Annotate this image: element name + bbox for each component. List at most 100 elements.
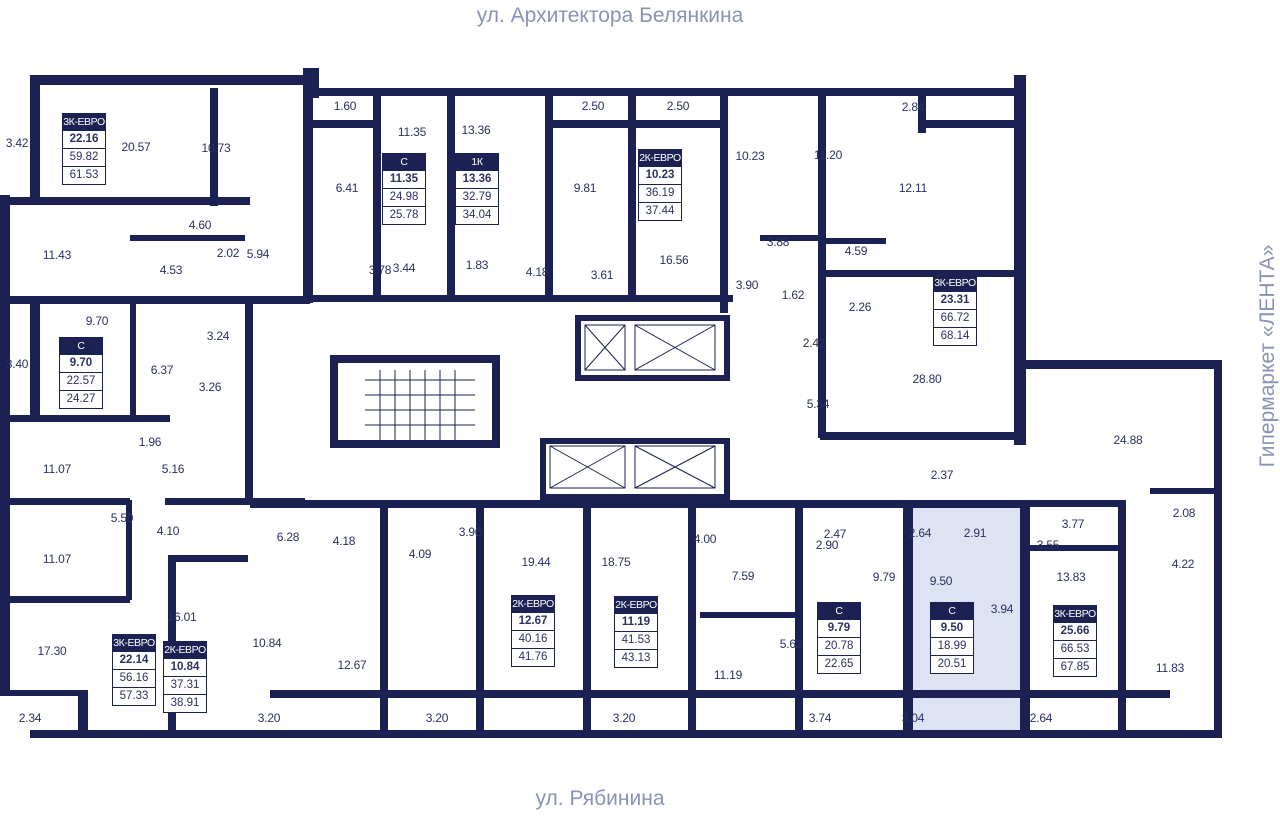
- room-area-label: 20.57: [121, 140, 151, 154]
- living-area: 11.19: [621, 616, 651, 628]
- room-area-label: 10.73: [201, 141, 231, 155]
- total-area-with-balcony: 38.91: [164, 694, 206, 712]
- room-area-label: 16.56: [659, 253, 689, 267]
- room-area-label: 11.83: [1155, 661, 1185, 675]
- room-area-label: 13.83: [1056, 570, 1086, 584]
- room-area-label: 11.20: [813, 148, 843, 162]
- room-area-label: 5.34: [806, 397, 830, 411]
- room-area-label: 3.78: [368, 263, 392, 277]
- total-area-with-balcony: 34.04: [456, 206, 498, 224]
- room-area-label: 3.55: [1036, 538, 1060, 552]
- living-area: 22.16: [69, 133, 99, 145]
- room-area-label: 7.59: [731, 569, 755, 583]
- street-label-top: ул. Архитектора Белянкина: [476, 4, 744, 27]
- room-area-label: 4.22: [1171, 557, 1195, 571]
- total-area-with-balcony: 61.53: [63, 166, 105, 184]
- room-area-label: 4.09: [408, 547, 432, 561]
- total-area: 41.53: [615, 631, 657, 649]
- total-area-with-balcony: 41.76: [512, 648, 554, 666]
- room-area-label: 3.94: [990, 602, 1014, 616]
- room-area-label: 3.90: [735, 278, 759, 292]
- room-area-label: 4.18: [332, 534, 356, 548]
- room-area-label: 5.94: [246, 247, 270, 261]
- room-area-label: 19.44: [521, 555, 551, 569]
- room-area-label: 4.60: [188, 218, 212, 232]
- room-area-label: 11.19: [713, 668, 743, 682]
- living-area: 9.70: [69, 357, 93, 369]
- total-area-with-balcony: 67.85: [1054, 658, 1096, 676]
- room-area-label: 28.80: [912, 372, 942, 386]
- room-area-label: 1.60: [333, 99, 357, 113]
- apartment-type: 3К-ЕВРО: [63, 114, 105, 131]
- apartment-type: 2К-ЕВРО: [615, 597, 657, 614]
- room-area-label: 11.35: [397, 125, 427, 139]
- living-area: 10.23: [645, 169, 675, 181]
- room-area-label: 3.77: [1061, 517, 1085, 531]
- room-area-label: 5.62: [779, 637, 803, 651]
- room-area-label: 3.26: [198, 380, 222, 394]
- room-area-label: 10.23: [735, 149, 765, 163]
- room-area-label: 17.30: [37, 644, 67, 658]
- room-area-label: 2.08: [1172, 506, 1196, 520]
- living-area: 9.79: [827, 622, 851, 634]
- room-area-label: 16.01: [167, 610, 197, 624]
- room-area-label: 9.70: [85, 314, 109, 328]
- room-area-label: 3.24: [206, 329, 230, 343]
- room-area-label: 1.96: [138, 435, 162, 449]
- total-area-with-balcony: 57.33: [113, 687, 155, 705]
- room-area-label: 2.42: [802, 336, 826, 350]
- room-area-label: 9.79: [872, 570, 896, 584]
- landmark-label-right: Гипермаркет «ЛЕНТА»: [1256, 244, 1279, 468]
- living-area: 22.14: [119, 654, 149, 666]
- living-area: 12.67: [518, 615, 548, 627]
- room-area-label: 6.28: [276, 530, 300, 544]
- room-area-label: 10.84: [252, 636, 282, 650]
- living-area: 11.35: [389, 173, 419, 185]
- stairs: [365, 370, 475, 440]
- living-area: 9.50: [940, 622, 964, 634]
- room-area-label: 5.16: [161, 462, 185, 476]
- walls: [0, 68, 1222, 738]
- room-area-label: 3.61: [590, 268, 614, 282]
- room-area-label: 4.00: [693, 532, 717, 546]
- total-area-with-balcony: 20.51: [931, 655, 973, 673]
- total-area: 20.78: [818, 637, 860, 655]
- apartment-type: 2К-ЕВРО: [639, 150, 681, 167]
- room-area-label: 3.96: [458, 525, 482, 539]
- room-area-label: 3.40: [5, 357, 29, 371]
- total-area: 56.16: [113, 669, 155, 687]
- room-area-label: 3.20: [257, 711, 281, 725]
- total-area: 37.31: [164, 676, 206, 694]
- apartment-type: 3К-ЕВРО: [113, 635, 155, 652]
- total-area-with-balcony: 68.14: [934, 327, 976, 345]
- room-area-label: 2.26: [848, 300, 872, 314]
- apartment-type: 1К: [456, 154, 498, 171]
- living-area: 25.66: [1060, 625, 1090, 637]
- room-area-label: 3.20: [425, 711, 449, 725]
- room-area-label: 12.11: [898, 181, 928, 195]
- apartment-type: С: [931, 603, 973, 620]
- total-area: 18.99: [931, 637, 973, 655]
- total-area: 59.82: [63, 148, 105, 166]
- room-area-label: 11.07: [42, 462, 72, 476]
- room-area-label: 2.02: [216, 246, 240, 260]
- room-area-label: 5.50: [110, 511, 134, 525]
- living-area: 13.36: [462, 173, 492, 185]
- room-area-label: 4.53: [159, 263, 183, 277]
- total-area: 22.57: [60, 372, 102, 390]
- room-area-label: 4.59: [844, 244, 868, 258]
- room-area-label: 2.47: [823, 527, 847, 541]
